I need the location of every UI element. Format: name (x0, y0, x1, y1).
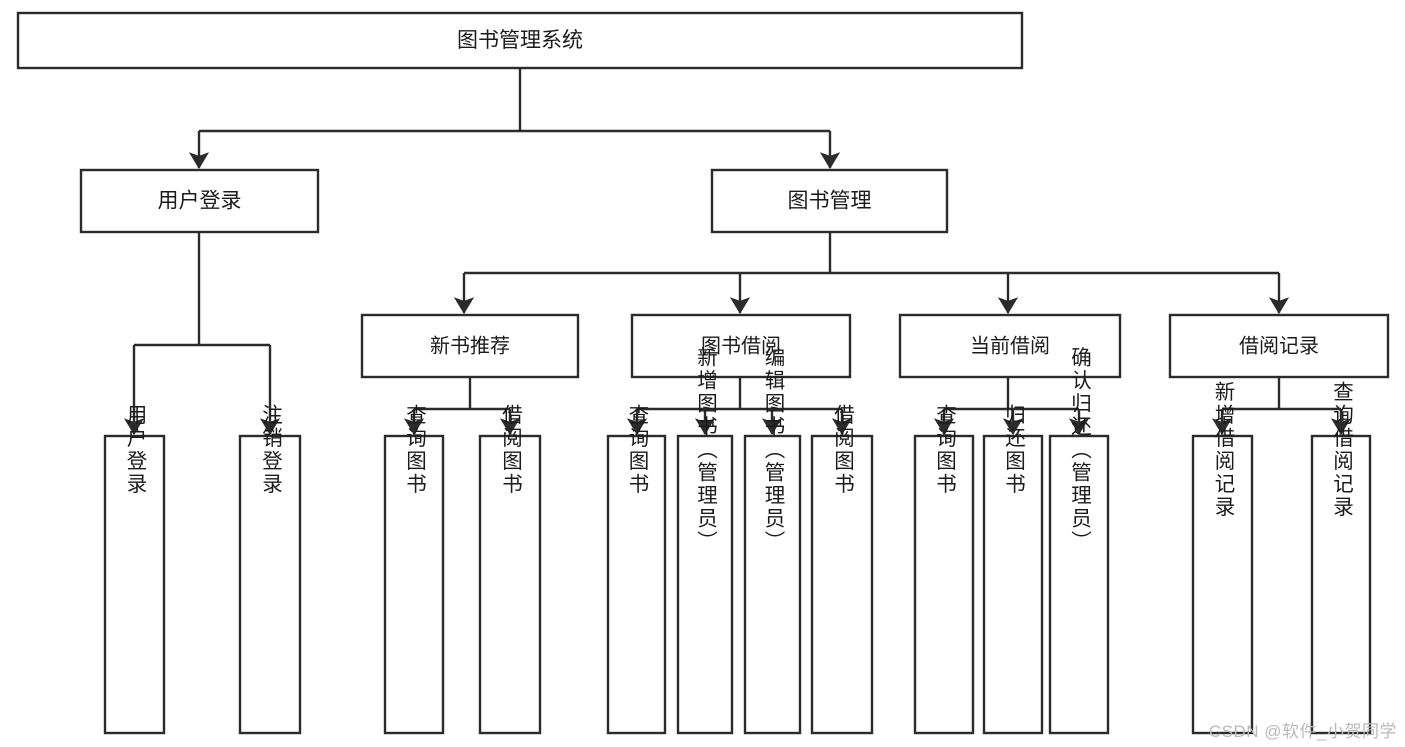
node-box-leaf-logout[interactable] (238, 434, 302, 735)
node-box-leaf-add-book[interactable] (676, 434, 734, 735)
node-label-leaf-add-record: 新增借阅记录 (1211, 381, 1235, 519)
node-box-leaf-confirm-return[interactable] (1048, 434, 1110, 735)
node-label-leaf-query-record: 查询借阅记录 (1330, 381, 1354, 519)
node-label-leaf-return-book: 归还图书 (1002, 404, 1026, 496)
connector-lines (123, 68, 1352, 436)
node-box-leaf-return-book[interactable] (982, 434, 1044, 735)
node-box-book-borrow[interactable] (630, 313, 852, 379)
node-box-leaf-borrow-book-2[interactable] (810, 434, 874, 735)
node-box-leaf-borrow-book-1[interactable] (478, 434, 542, 735)
node-box-leaf-query-book-2[interactable] (606, 434, 667, 735)
node-box-current-borrow[interactable] (898, 313, 1122, 379)
node-box-book-manage[interactable] (710, 168, 949, 234)
node-label-root: 图书管理系统 (457, 29, 583, 52)
node-label-leaf-logout: 注销登录 (259, 404, 283, 496)
node-label-leaf-query-book-2: 查询图书 (625, 404, 649, 496)
node-label-leaf-add-book: 新增图书（管理员） (694, 347, 718, 554)
node-label-borrow-record: 借阅记录 (1239, 334, 1319, 357)
node-box-leaf-add-record[interactable] (1191, 434, 1254, 735)
node-label-book-manage: 图书管理 (788, 190, 872, 213)
node-box-leaf-query-book-1[interactable] (383, 434, 445, 735)
node-group-leaves: 用户登录 注销登录 查询图书 借阅图书 查询图书 新增图书（管理员） 编辑图书（管理员） 借阅… (103, 347, 1372, 735)
node-label-new-book-rec: 新书推荐 (430, 334, 510, 357)
node-box-borrow-record[interactable] (1168, 313, 1390, 379)
node-label-current-borrow: 当前借阅 (970, 334, 1050, 357)
node-label-leaf-borrow-book-1: 借阅图书 (499, 404, 523, 496)
node-box-leaf-edit-book[interactable] (743, 434, 802, 735)
node-box-leaf-query-book-3[interactable] (913, 434, 975, 735)
node-label-leaf-query-book-1: 查询图书 (403, 404, 427, 496)
node-label-leaf-borrow-book-2: 借阅图书 (831, 404, 855, 496)
node-label-leaf-user-login: 用户登录 (123, 404, 147, 496)
node-box-leaf-query-record[interactable] (1310, 434, 1372, 735)
node-group-root: 图书管理系统 (16, 11, 1024, 70)
node-label-leaf-query-book-3: 查询图书 (933, 404, 957, 496)
node-box-new-book-rec[interactable] (360, 313, 580, 379)
node-box-root[interactable] (16, 11, 1024, 70)
node-label-leaf-confirm-return: 确认归还（管理员） (1068, 347, 1092, 554)
node-box-user-login[interactable] (79, 168, 320, 234)
node-label-user-login: 用户登录 (158, 190, 242, 213)
node-group-level2: 用户登录 图书管理 (79, 168, 949, 234)
node-label-leaf-edit-book: 编辑图书（管理员） (761, 347, 785, 554)
node-label-book-borrow: 图书借阅 (701, 334, 781, 357)
node-box-leaf-user-login[interactable] (103, 434, 166, 735)
node-group-level3: 新书推荐 图书借阅 当前借阅 借阅记录 (360, 313, 1390, 379)
